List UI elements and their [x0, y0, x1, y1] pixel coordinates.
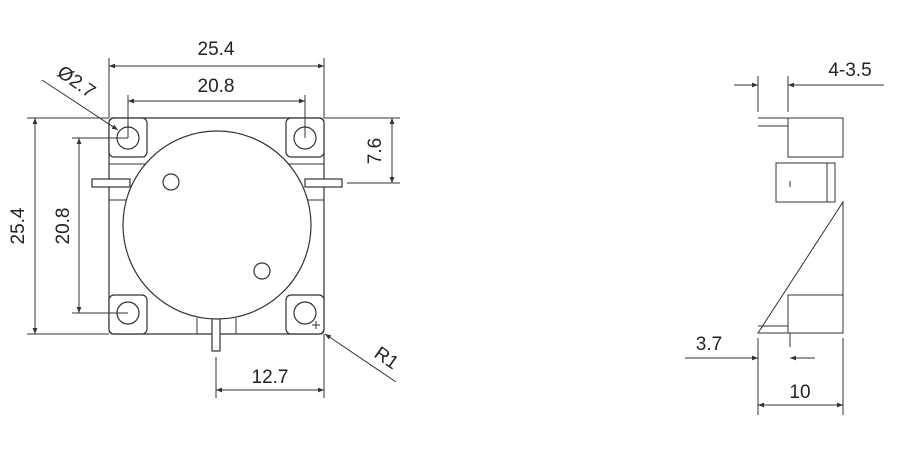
- dim-pin-offset-side: 3.7: [696, 334, 722, 355]
- dim-corner-radius: R1: [370, 343, 402, 374]
- dim-width-overall: 25.4: [198, 39, 235, 60]
- lower-flange: [787, 294, 844, 334]
- side-view: 4-3.5 3.7 10: [685, 60, 884, 415]
- dim-tab-offset: 7.6: [365, 138, 386, 164]
- left-tab: [91, 178, 131, 188]
- tuning-hole: [253, 262, 271, 280]
- dim-hole-spacing-y: 20.8: [53, 208, 74, 245]
- upper-flange: [787, 117, 844, 158]
- dim-total-thickness: 10: [789, 382, 810, 403]
- bottom-pin: [211, 317, 221, 352]
- dim-flange-thickness: 4-3.5: [828, 60, 871, 81]
- tuning-hole: [162, 173, 180, 191]
- connector-block: [775, 162, 828, 203]
- front-view: 25.4 20.8 25.4 20.8 7.6 12.7 Ø2.7 R1: [8, 39, 402, 398]
- mounting-hole: [293, 301, 317, 325]
- dim-height-overall: 25.4: [8, 207, 29, 244]
- right-tab: [304, 178, 343, 188]
- dim-hole-diameter: Ø2.7: [53, 62, 99, 103]
- dim-hole-spacing-x: 20.8: [198, 76, 235, 97]
- dim-pin-offset: 12.7: [252, 367, 289, 388]
- ferrite-disc: [122, 130, 312, 320]
